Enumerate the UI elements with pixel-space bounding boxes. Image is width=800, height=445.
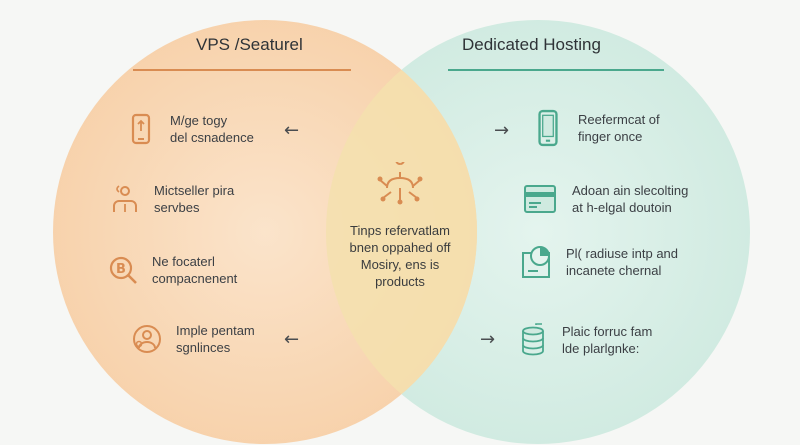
right-item-4-arrow: → bbox=[480, 329, 496, 350]
left-item-1-arrow: ← bbox=[284, 120, 300, 141]
left-item-1: M/ge togy del csnadence bbox=[124, 112, 254, 146]
chart-monitor-icon bbox=[522, 246, 550, 278]
cloud-network-icon bbox=[377, 162, 423, 205]
people-icon bbox=[113, 185, 137, 212]
phone-icon bbox=[131, 113, 151, 145]
svg-text:B: B bbox=[116, 262, 126, 277]
overlap-content: Tinps refervatlam bnen oppahed off Mosir… bbox=[318, 162, 482, 290]
overlap-label: Tinps refervatlam bnen oppahed off Mosir… bbox=[349, 223, 451, 289]
left-item-3: B Ne focaterl compacnenent bbox=[106, 253, 237, 287]
right-item-3: Pl( radiuse intp and incanete chernal bbox=[520, 245, 678, 279]
database-icon bbox=[522, 323, 544, 356]
right-item-2: Adoan ain slecolting at h-elgal doutoin bbox=[520, 182, 688, 216]
right-title-rule bbox=[448, 69, 664, 71]
right-item-1-arrow: → bbox=[494, 120, 510, 141]
right-item-4-label: Plaic forruc fam lde plarlgnke: bbox=[562, 324, 653, 356]
right-item-1-label: Reefermcat of finger once bbox=[578, 112, 660, 144]
left-item-4-label: Imple pentam sgnlinces bbox=[176, 323, 255, 355]
left-title: VPS /Seaturel bbox=[196, 35, 303, 54]
mobile-device-icon bbox=[538, 109, 558, 147]
left-title-rule bbox=[133, 69, 351, 71]
coin-search-icon: B bbox=[109, 256, 137, 284]
left-item-1-label: M/ge togy del csnadence bbox=[170, 113, 254, 145]
left-item-4-arrow: ← bbox=[284, 329, 300, 350]
user-group-icon bbox=[133, 325, 161, 353]
right-item-1: Reefermcat of finger once bbox=[530, 106, 660, 150]
left-item-4: Imple pentam sgnlinces bbox=[130, 322, 255, 356]
server-card-icon bbox=[524, 185, 556, 213]
overlap-region bbox=[326, 20, 477, 444]
right-item-4: Plaic forruc fam lde plarlgnke: bbox=[516, 318, 652, 362]
right-title: Dedicated Hosting bbox=[462, 35, 601, 54]
right-item-3-label: Pl( radiuse intp and incanete chernal bbox=[566, 246, 679, 278]
left-item-2-label: Mictseller pira servbes bbox=[154, 183, 235, 215]
left-item-3-label: Ne focaterl compacnenent bbox=[152, 254, 238, 286]
right-item-2-label: Adoan ain slecolting at h-elgal doutoin bbox=[572, 183, 689, 215]
left-item-2: Mictseller pira servbes bbox=[108, 182, 234, 216]
